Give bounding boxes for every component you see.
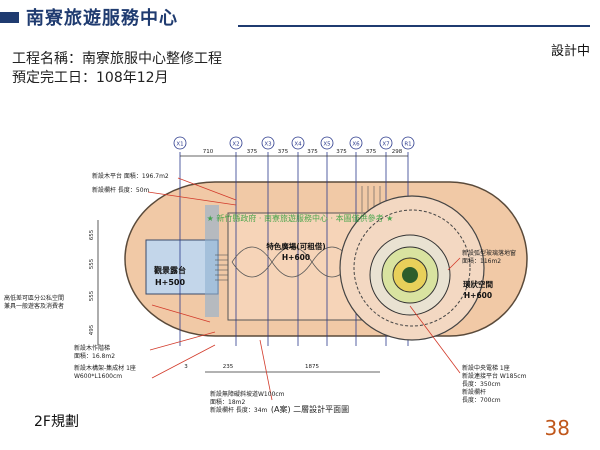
bottom-note-line: 新設無障礙斜坡道W100cm <box>210 390 285 398</box>
floor-label: 2F規劃 <box>34 414 79 430</box>
axis-label: X7 <box>382 142 390 148</box>
status-badge: 設計中 <box>550 44 590 59</box>
left-note-line: 兼具一般遊客及消費者 <box>4 302 64 310</box>
zone-left-terrace-height: H+500 <box>155 278 186 287</box>
axis-bubble <box>401 136 415 150</box>
zone-center-plaza-height: H+600 <box>282 253 310 262</box>
plan-caption: (A案) 二層設計平面圖 <box>271 404 349 414</box>
bottom-note-line: 新設欄杆 長度：34m <box>210 406 268 414</box>
watermark-text: ★ 新竹縣政府 · 南寮旅遊服務中心 · 本圖僅供參考 ★ <box>207 213 394 223</box>
bottom-dimension: 235 <box>223 364 234 370</box>
left-note-line: 面積：16.8m2 <box>74 352 115 360</box>
right-note-line: 長度：350cm <box>462 380 501 388</box>
left-note-line: 新設欄杆 長度：50m <box>92 186 150 194</box>
left-note-line: 新設木作階梯 <box>74 344 110 352</box>
left-dimension: 555 <box>89 258 95 269</box>
right-note-line: 長度：700cm <box>462 396 501 404</box>
axis-bubble <box>229 136 243 150</box>
left-note-line: 新設木平台 面積：196.7m2 <box>92 172 169 180</box>
left-dimension: 655 <box>89 229 95 240</box>
project-completion-date: 預定完工日：108年12月 <box>12 70 169 86</box>
page-number: 38 <box>544 416 570 440</box>
zone-ring-room-name: 環狀空間 <box>463 279 493 289</box>
axis-label: X5 <box>323 142 331 148</box>
zone-left-terrace-name: 觀景露台 <box>154 265 186 275</box>
axis-label: X2 <box>232 142 239 148</box>
axis-bubble <box>349 136 363 150</box>
right-note-line: 新設弧型玻璃落地窗 <box>462 249 516 257</box>
header-rule <box>238 25 590 27</box>
right-note-line: 新設連接平台 W185cm <box>462 372 527 380</box>
top-dimension: 375 <box>307 149 318 155</box>
top-dimension: 710 <box>203 149 214 155</box>
zone-center-plaza-name: 特色廣場(可租借) <box>266 241 325 251</box>
top-dimension: 375 <box>366 149 377 155</box>
axis-bubble <box>261 136 275 150</box>
axis-label: X4 <box>294 142 302 148</box>
zone-ring-room-height: H+600 <box>464 291 492 300</box>
left-dimension: 495 <box>89 324 95 335</box>
left-note-line: 高低差可區分公私空間 <box>4 294 64 302</box>
axis-bubble <box>320 136 334 150</box>
terrace-divider <box>205 205 219 317</box>
top-dimension: 375 <box>336 149 347 155</box>
bottom-dimension: 1875 <box>305 364 319 370</box>
left-note-line: W600*L1600cm <box>74 373 122 380</box>
project-name: 工程名稱：南寮旅服中心整修工程 <box>12 51 222 67</box>
annotation-leaders <box>147 177 461 401</box>
axis-label: X6 <box>352 142 360 148</box>
left-note-line: 新設木構架-集成材 1座 <box>74 364 136 372</box>
bottom-dimension: 3 <box>184 364 188 370</box>
bottom-note-line: 面積：18m2 <box>210 398 245 406</box>
right-note-line: 面積：116m2 <box>462 257 501 265</box>
right-note-line: 新設中央電梯 1座 <box>462 364 510 372</box>
top-dimension: 375 <box>247 149 258 155</box>
axis-label: X1 <box>176 142 183 148</box>
top-dimension: 298 <box>392 149 403 155</box>
left-dimension: 555 <box>89 290 95 301</box>
header-accent-bar <box>0 12 19 23</box>
axis-bubble <box>173 136 187 150</box>
axis-bubble <box>291 136 305 150</box>
right-note-line: 新設欄杆 <box>462 388 486 396</box>
axis-label: R1 <box>404 142 411 148</box>
ring-room <box>339 195 485 341</box>
page-title: 南寮旅遊服務中心 <box>26 8 178 29</box>
axis-label: X3 <box>264 142 272 148</box>
axis-bubble <box>379 136 393 150</box>
top-dimension: 375 <box>278 149 289 155</box>
